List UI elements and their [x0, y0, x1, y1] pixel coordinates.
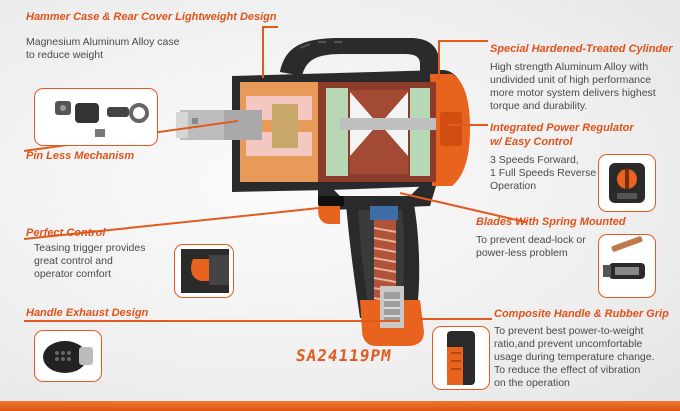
regulator-title-line1: Integrated Power Regulator — [490, 122, 634, 134]
regulator-desc-line1: 3 Speeds Forward, — [490, 154, 579, 166]
regulator-thumbnail — [598, 154, 656, 212]
handle-grip-desc-line5: on the operation — [494, 377, 570, 389]
blades-thumbnail — [598, 234, 656, 298]
cylinder-desc-line2: undivided unit of high performance — [490, 74, 652, 86]
handle-grip-desc-line2: ratio,and prevent uncomfortable — [494, 338, 643, 350]
cylinder-desc-line4: torque and durability. — [490, 100, 588, 112]
handle-exhaust-thumbnail — [34, 330, 102, 382]
perfect-control-desc-line3: operator comfort — [34, 268, 112, 280]
hammer-case-desc-line2: to reduce weight — [26, 49, 104, 61]
regulator-desc-line2: 1 Full Speeds Reverse — [490, 167, 597, 179]
regulator-desc-line3: Operation — [490, 180, 537, 192]
connector-regulator — [448, 124, 488, 126]
handle-grip-desc-line1: To prevent best power-to-weight — [494, 325, 644, 337]
handle-grip-title: Composite Handle & Rubber Grip — [494, 308, 669, 320]
handle-exhaust-title: Handle Exhaust Design — [26, 307, 149, 319]
footer-bar — [0, 401, 680, 411]
handle-grip-thumbnail — [432, 326, 490, 390]
connector-handle-grip — [420, 318, 492, 320]
pin-less-title: Pin Less Mechanism — [26, 150, 135, 162]
regulator-title-line2: w/ Easy Control — [490, 136, 573, 148]
blades-desc-line2: power-less problem — [476, 247, 568, 259]
handle-grip-desc-line4: To reduce the effect of vibration — [494, 364, 641, 376]
perfect-control-desc-line2: great control and — [34, 255, 113, 267]
hammer-case-desc-line1: Magnesium Aluminum Alloy case — [26, 36, 180, 48]
perfect-control-desc-line1: Teasing trigger provides — [34, 242, 146, 254]
model-number: SA24119PM — [294, 346, 394, 365]
perfect-control-title: Perfect Control — [26, 227, 106, 239]
trigger-thumbnail — [174, 244, 234, 298]
connector-cylinder — [438, 40, 440, 80]
connector-handle-exhaust — [24, 320, 400, 322]
blades-title: Blades With Spring Mounted — [476, 216, 626, 228]
pin-less-mechanism-thumbnail — [34, 88, 158, 146]
connector-cylinder-h — [438, 40, 488, 42]
cylinder-desc-line3: more motor system delivers highest — [490, 87, 656, 99]
connector-hammer-case — [262, 26, 264, 78]
cylinder-title: Special Hardened-Treated Cylinder — [490, 43, 673, 55]
hammer-case-title: Hammer Case & Rear Cover Lightweight Des… — [26, 11, 277, 23]
cylinder-desc-line1: High strength Aluminum Alloy with — [490, 61, 649, 73]
connector-hammer-case-h — [262, 26, 278, 28]
blades-desc-line1: To prevent dead-lock or — [476, 234, 586, 246]
handle-grip-desc-line3: usage during temperature change. — [494, 351, 655, 363]
